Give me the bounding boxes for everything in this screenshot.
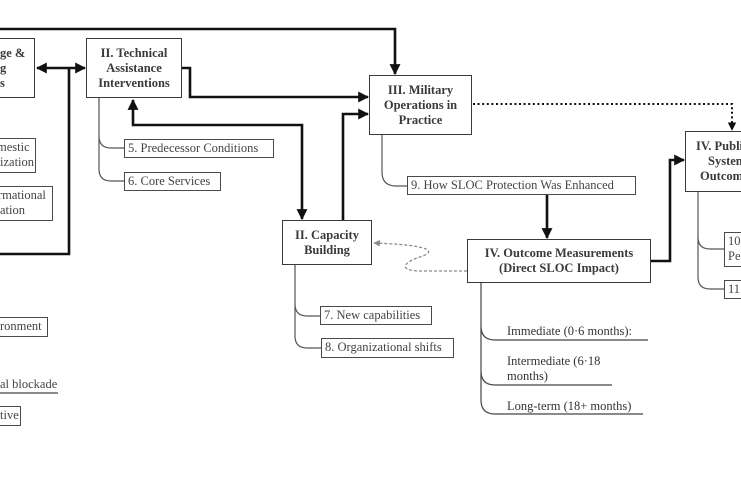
left-vertical-connector — [0, 68, 71, 256]
technical-assistance-line-1: II. Technical — [100, 45, 168, 60]
capacity-building-box[interactable]: II. Capacity Building — [282, 220, 372, 265]
timeframe-intermediate-line-2: months) — [507, 369, 548, 383]
public-bracket — [697, 192, 724, 290]
outcome-measurements-box[interactable]: IV. Outcome Measurements (Direct SLOC Im… — [467, 239, 651, 283]
technical-to-military-arrow — [182, 66, 370, 103]
left-blockade-text: al blockade — [0, 377, 58, 391]
left-international-label[interactable]: rmational ation — [0, 186, 53, 221]
left-domestic-line-2: ization — [0, 155, 35, 169]
capacity-to-military-arrow — [341, 108, 370, 220]
capacity-bracket — [294, 265, 321, 349]
public-system-outcomes-line-1: IV. Publi — [696, 139, 741, 153]
military-operations-box[interactable]: III. Military Operations in Practice — [369, 75, 472, 135]
left-domestic-label[interactable]: mestic ization — [0, 138, 36, 173]
outcome-measurements-line-2: (Direct SLOC Impact) — [499, 261, 619, 275]
technical-assistance-box[interactable]: II. Technical Assistance Interventions — [86, 38, 182, 98]
item-10-line-1: 10 — [728, 234, 741, 248]
predecessor-conditions-label[interactable]: 5. Predecessor Conditions — [124, 139, 274, 158]
left-partial-box[interactable] — [0, 38, 35, 98]
left-tive-label[interactable]: tive — [0, 406, 21, 426]
capacity-building-line-1: II. Capacity — [295, 227, 359, 242]
left-international-line-1: rmational — [0, 188, 46, 202]
left-partial-box-line-2: g — [0, 61, 7, 75]
item-10-label[interactable]: 10 Pe — [724, 232, 741, 267]
timeframe-immediate: Immediate (0·6 months): — [507, 324, 632, 338]
feedback-dashed-arrow — [373, 239, 467, 272]
new-capabilities-label[interactable]: 7. New capabilities — [320, 306, 432, 325]
left-partial-box-line-3: s — [0, 76, 5, 90]
military-to-public-dotted-arrow — [473, 103, 737, 131]
top-flow-arrow — [0, 27, 401, 76]
military-operations-line-2: Operations in — [383, 97, 458, 112]
item-11-label[interactable]: 11 — [724, 280, 741, 299]
outcome-bracket — [480, 283, 648, 415]
public-system-outcomes-line-2: System — [708, 154, 741, 168]
military-operations-line-3: Practice — [398, 112, 443, 127]
left-environment-label[interactable]: ronment — [0, 317, 48, 337]
left-international-line-2: ation — [0, 203, 25, 217]
organizational-shifts-label[interactable]: 8. Organizational shifts — [321, 338, 454, 358]
timeframe-long-term: Long-term (18+ months) — [507, 399, 632, 413]
technical-capacity-bidirectional-arrow — [127, 98, 308, 221]
military-bracket — [381, 135, 407, 187]
capacity-building-line-2: Building — [304, 242, 350, 257]
sloc-protection-label[interactable]: 9. How SLOC Protection Was Enhanced — [407, 176, 636, 195]
public-system-outcomes-line-3: Outcom — [700, 169, 741, 183]
technical-bracket — [98, 98, 124, 182]
technical-assistance-line-3: Interventions — [98, 75, 170, 90]
technical-assistance-line-2: Assistance — [106, 60, 162, 75]
timeframe-intermediate-line-1: Intermediate (6·18 — [507, 354, 601, 368]
public-system-outcomes-box[interactable]: IV. Publi System Outcom — [685, 131, 741, 192]
outcome-measurements-line-1: IV. Outcome Measurements — [484, 246, 634, 260]
left-domestic-line-1: mestic — [0, 140, 30, 154]
left-partial-box-line-1: ge & — [0, 46, 26, 60]
military-operations-line-1: III. Military — [387, 82, 454, 97]
core-services-label[interactable]: 6. Core Services — [124, 172, 221, 191]
outcome-to-public-arrow — [650, 154, 686, 263]
item-10-line-2: Pe — [728, 249, 741, 263]
